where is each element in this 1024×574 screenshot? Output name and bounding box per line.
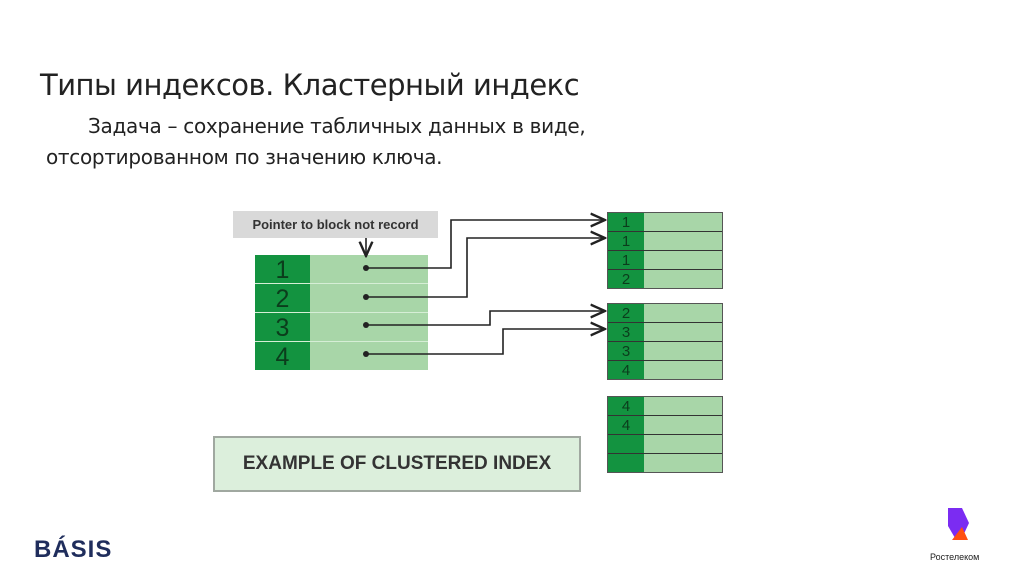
block-key: 4 bbox=[608, 416, 644, 434]
rostelecom-logo-text: Ростелеком bbox=[930, 552, 980, 562]
index-row: 4 bbox=[255, 342, 428, 371]
index-key: 2 bbox=[255, 284, 310, 313]
pointer-arrow-4 bbox=[366, 329, 605, 355]
index-key: 3 bbox=[255, 313, 310, 342]
block-key: 1 bbox=[608, 232, 644, 250]
index-row: 3 bbox=[255, 313, 428, 342]
block-key: 4 bbox=[608, 397, 644, 415]
pointer-label: Pointer to block not record bbox=[233, 211, 438, 238]
pointer-arrow-1 bbox=[366, 220, 605, 269]
page-title: Типы индексов. Кластерный индекс bbox=[40, 68, 580, 102]
block-key: 1 bbox=[608, 251, 644, 269]
rostelecom-logo-icon bbox=[948, 508, 969, 540]
subtitle-line-2: отсортированном по значению ключа. bbox=[46, 145, 443, 169]
block-key: 3 bbox=[608, 342, 644, 360]
block-key: 3 bbox=[608, 323, 644, 341]
data-block-3: 4 4 bbox=[607, 396, 723, 473]
index-row: 2 bbox=[255, 284, 428, 313]
data-block-2: 2 3 3 4 bbox=[607, 303, 723, 380]
block-key: 1 bbox=[608, 213, 644, 231]
index-row: 1 bbox=[255, 255, 428, 284]
data-block-1: 1 1 1 2 bbox=[607, 212, 723, 289]
block-key: 2 bbox=[608, 304, 644, 322]
block-key bbox=[608, 454, 644, 472]
subtitle-line-1: Задача – сохранение табличных данных в в… bbox=[88, 114, 586, 138]
pointer-arrow-2 bbox=[366, 238, 605, 298]
basis-logo: BÁSIS bbox=[34, 536, 113, 563]
block-key bbox=[608, 435, 644, 453]
diagram-caption: EXAMPLE OF CLUSTERED INDEX bbox=[213, 436, 581, 492]
pointer-arrow-3 bbox=[366, 311, 605, 326]
index-key: 4 bbox=[255, 342, 310, 371]
block-key: 4 bbox=[608, 361, 644, 379]
index-key: 1 bbox=[255, 255, 310, 284]
index-table: 1 2 3 4 bbox=[255, 255, 428, 371]
block-key: 2 bbox=[608, 270, 644, 288]
